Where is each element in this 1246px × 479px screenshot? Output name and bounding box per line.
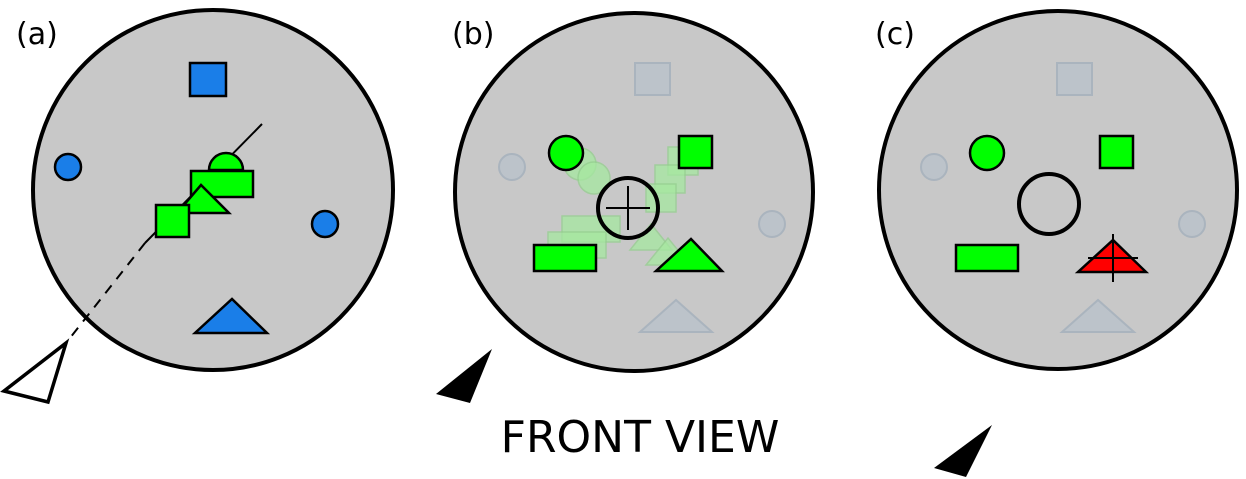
green-rect xyxy=(954,243,1020,273)
faded-blue-circle-right xyxy=(1178,210,1206,238)
panel-b: (b) xyxy=(436,11,815,403)
faded-blue-circle-left xyxy=(498,153,526,181)
faded-blue-square xyxy=(1056,62,1093,96)
faded-blue-triangle xyxy=(637,298,715,333)
front-view-caption: FRONT VIEW xyxy=(501,412,780,463)
blue-triangle xyxy=(191,297,271,335)
panel-b-disk xyxy=(453,11,815,373)
faded-blue-square xyxy=(634,62,671,96)
blue-square xyxy=(188,61,228,98)
green-triangle xyxy=(652,237,725,273)
green-rect xyxy=(532,243,598,273)
panel-c: (c) xyxy=(875,9,1239,477)
faded-blue-triangle xyxy=(1059,298,1137,333)
solid-viewer-arrowhead-icon xyxy=(934,425,992,477)
faded-blue-circle-right xyxy=(758,210,786,238)
blue-circle-left xyxy=(53,152,83,182)
green-square xyxy=(1098,134,1135,170)
crosshair-icon xyxy=(596,176,660,240)
panel-c-label: (c) xyxy=(875,17,915,52)
target-ring-icon xyxy=(1017,172,1081,236)
panel-b-label: (b) xyxy=(452,17,494,52)
green-half-circle xyxy=(207,151,245,172)
blue-circle-right xyxy=(310,209,340,239)
green-square xyxy=(677,134,714,170)
panel-a: (a) xyxy=(0,8,395,405)
panel-c-disk xyxy=(877,9,1239,371)
green-square xyxy=(154,203,191,239)
red-selected-triangle xyxy=(1074,234,1150,282)
faded-blue-circle-left xyxy=(920,153,948,181)
hollow-viewer-arrowhead-icon xyxy=(0,338,70,405)
panel-a-label: (a) xyxy=(16,17,58,52)
sight-line-dashed xyxy=(65,242,146,344)
green-circle xyxy=(968,134,1006,172)
green-circle xyxy=(547,134,585,172)
solid-viewer-arrowhead-icon xyxy=(436,349,492,403)
